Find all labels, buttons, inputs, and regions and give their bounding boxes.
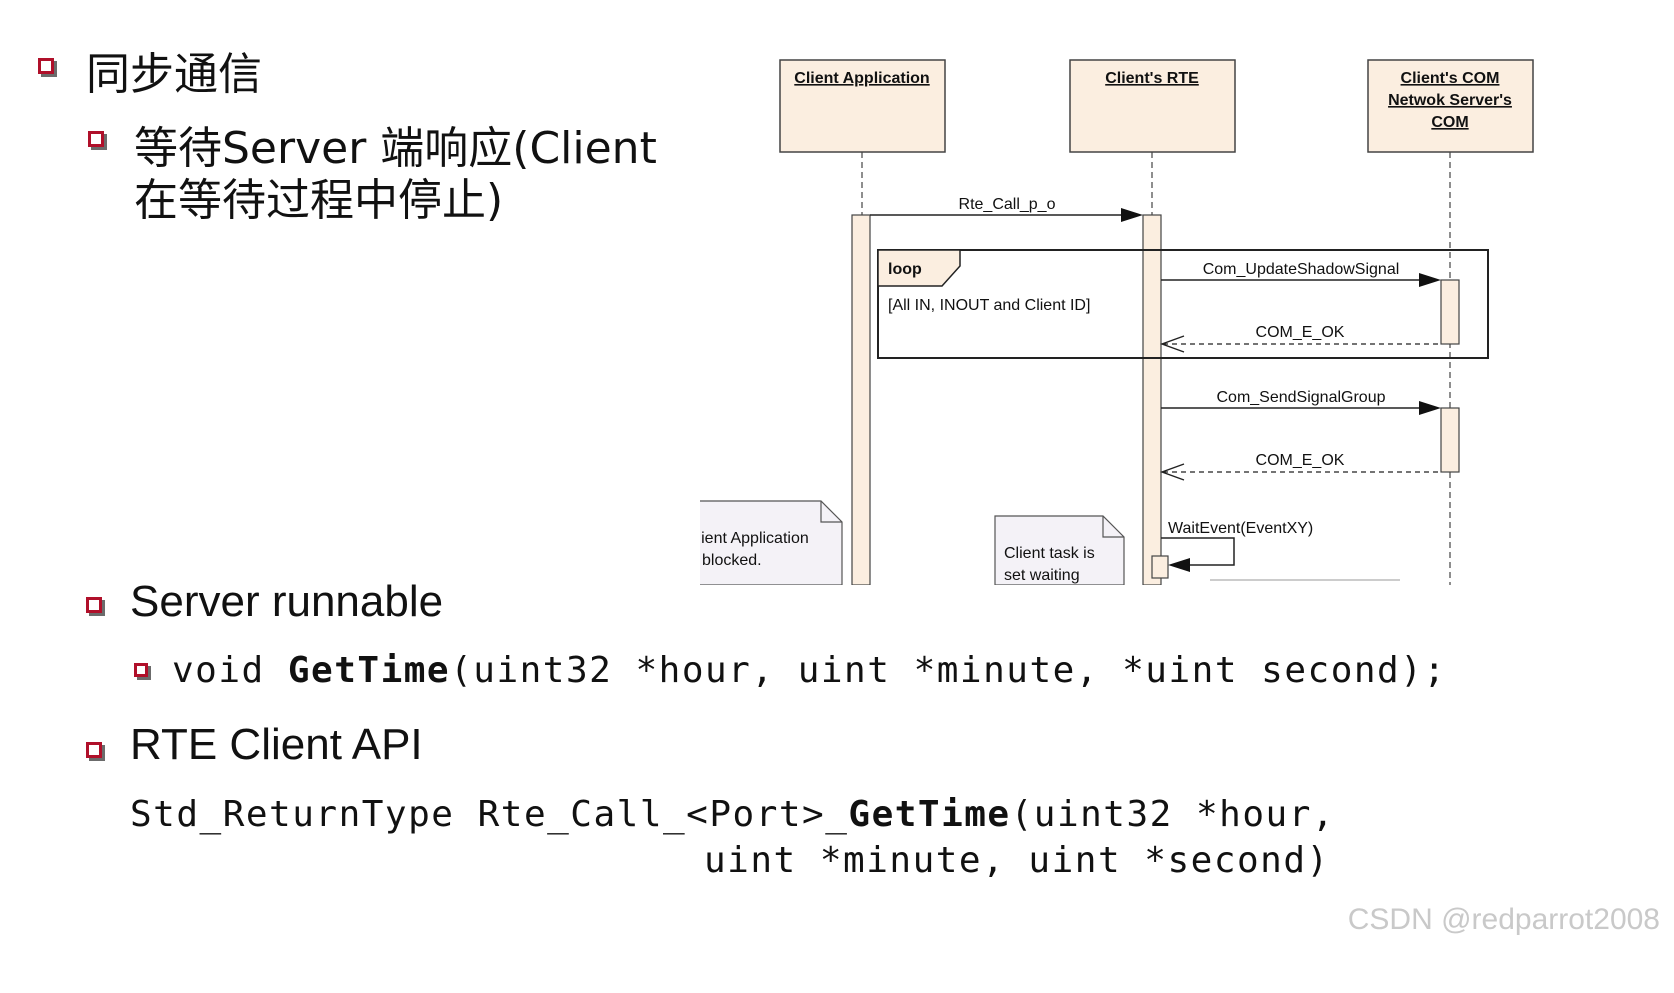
server-runnable-signature: void GetTime(uint32 *hour, uint *minute,…	[172, 650, 1447, 691]
svg-text:Client's RTE: Client's RTE	[1105, 70, 1199, 87]
svg-text:Client Application: Client Application	[794, 70, 929, 87]
section-title-sync: 同步通信	[86, 49, 262, 100]
msg-update-shadow: Com_UpdateShadowSignal	[1203, 261, 1400, 278]
section-title-rte-client-api: RTE Client API	[130, 720, 423, 769]
note-blocked-line2: is blocked.	[700, 552, 762, 569]
section-title-server-runnable: Server runnable	[130, 577, 444, 626]
bullet-icon	[134, 663, 148, 677]
msg-wait-event: WaitEvent(EventXY)	[1168, 520, 1313, 537]
msg-com-e-ok-1: COM_E_OK	[1256, 324, 1345, 341]
lifeline-client-application: Client Application	[779, 59, 946, 153]
lifeline-clients-rte: Client's RTE	[1069, 59, 1236, 153]
bullet-icon	[86, 597, 102, 613]
lifeline-clients-com: Client's COM Netwok Server's COM	[1367, 59, 1534, 153]
msg-send-signal-group: Com_SendSignalGroup	[1217, 389, 1386, 406]
loop-label: loop	[888, 261, 922, 278]
svg-text:Client's COM: Client's COM	[1401, 70, 1500, 87]
watermark: CSDN @redparrot2008	[1347, 903, 1660, 936]
note-waiting-line1: Client task is	[1004, 545, 1095, 562]
client-api-signature-line1: Std_ReturnType Rte_Call_<Port>_GetTime(u…	[130, 794, 1336, 835]
wait-text-line2: 在等待过程中停止)	[134, 175, 504, 226]
bullet-icon	[88, 131, 104, 147]
note-blocked-line1: Client Application	[700, 530, 809, 547]
sequence-diagram: Client Application Client's RTE Client's…	[700, 59, 1534, 585]
wait-text-line1: 等待Server 端响应(Client	[134, 123, 657, 174]
svg-text:Netwok Server's: Netwok Server's	[1388, 92, 1512, 109]
loop-guard: [All IN, INOUT and Client ID]	[888, 297, 1090, 314]
client-api-signature-line2: uint *minute, uint *second)	[704, 840, 1330, 881]
svg-text:COM: COM	[1431, 114, 1468, 131]
note-waiting-line2: set waiting	[1004, 567, 1080, 584]
msg-com-e-ok-2: COM_E_OK	[1256, 452, 1345, 469]
bullet-icon	[38, 58, 54, 74]
msg-rte-call: Rte_Call_p_o	[959, 196, 1056, 213]
bullet-icon	[86, 742, 102, 758]
